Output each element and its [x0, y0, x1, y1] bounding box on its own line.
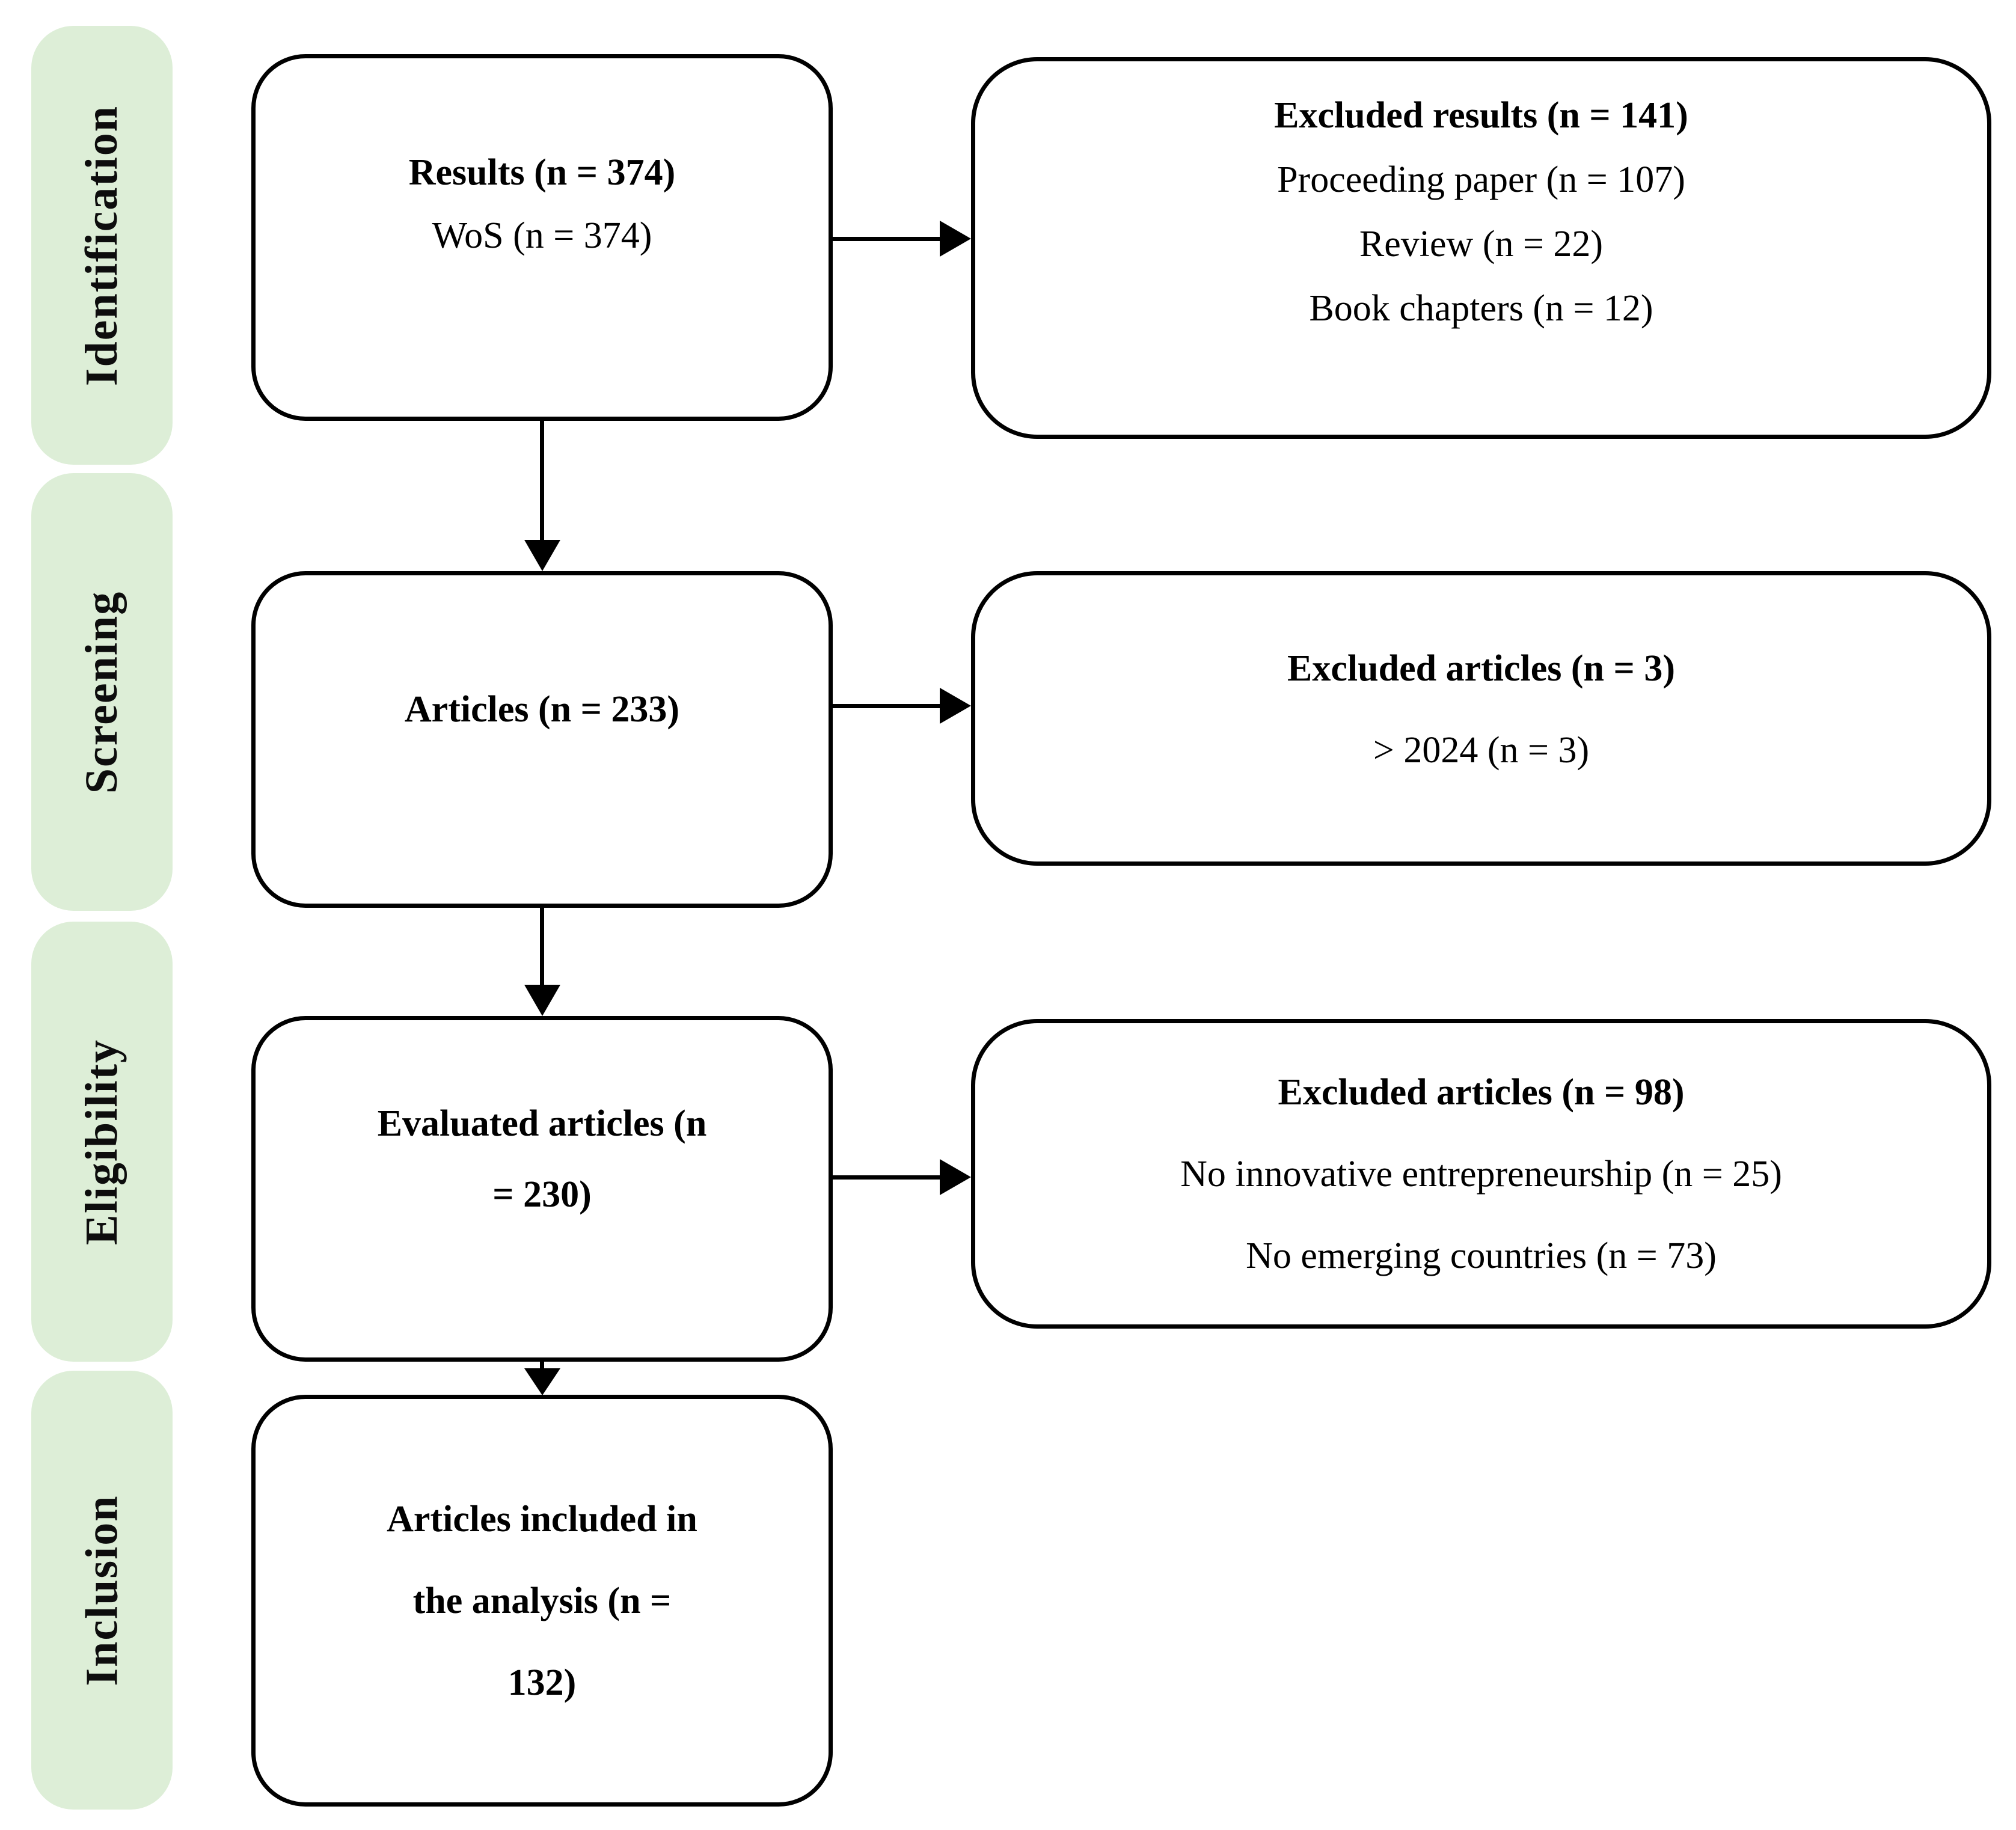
- exclusion-box-screening: Excluded articles (n = 3) > 2024 (n = 3): [971, 571, 1991, 866]
- arrowhead-down-icon: [524, 1368, 560, 1395]
- process-box-articles: Articles (n = 233): [251, 571, 833, 908]
- excluded-results-item-book-chapters: Book chapters (n = 12): [1309, 287, 1653, 329]
- arrowhead-down-icon: [524, 985, 560, 1016]
- included-articles-line2: the analysis (n =: [412, 1580, 672, 1621]
- arrowhead-right-icon: [940, 688, 971, 724]
- evaluated-articles-line2: = 230): [492, 1174, 592, 1215]
- stage-label-screening: Screening: [76, 590, 127, 794]
- arrow-stem: [833, 704, 941, 708]
- excluded-articles-item-no-innovative-entrepreneurship: No innovative entrepreneurship (n = 25): [1180, 1153, 1782, 1195]
- stage-box-inclusion: Inclusion: [31, 1371, 173, 1810]
- arrow-stem: [833, 1175, 941, 1180]
- excluded-articles-item-no-emerging-countries: No emerging countries (n = 73): [1246, 1235, 1717, 1276]
- stage-box-eligibility: Eligibility: [31, 922, 173, 1362]
- stage-box-identification: Identification: [31, 26, 173, 465]
- arrow-stem: [540, 1362, 544, 1370]
- arrowhead-right-icon: [940, 221, 971, 257]
- evaluated-articles-line1: Evaluated articles (n: [377, 1103, 707, 1144]
- stage-label-identification: Identification: [76, 105, 127, 386]
- excluded-articles-eligibility-title: Excluded articles (n = 98): [1278, 1071, 1685, 1113]
- exclusion-box-eligibility: Excluded articles (n = 98) No innovative…: [971, 1019, 1991, 1329]
- arrow-stem: [833, 237, 941, 241]
- arrow-stem: [540, 908, 544, 986]
- process-box-included-articles: Articles included in the analysis (n = 1…: [251, 1395, 833, 1807]
- excluded-results-title: Excluded results (n = 141): [1274, 94, 1688, 136]
- excluded-articles-screening-title: Excluded articles (n = 3): [1287, 648, 1675, 689]
- included-articles-line3: 132): [507, 1662, 577, 1703]
- process-box-evaluated-articles: Evaluated articles (n = 230): [251, 1016, 833, 1362]
- excluded-articles-screening-item-year: > 2024 (n = 3): [1373, 730, 1590, 771]
- process-box-results: Results (n = 374) WoS (n = 374): [251, 54, 833, 421]
- arrowhead-right-icon: [940, 1159, 971, 1195]
- arrow-stem: [540, 421, 544, 541]
- stage-label-eligibility: Eligibility: [76, 1038, 127, 1245]
- excluded-results-item-review: Review (n = 22): [1359, 223, 1604, 265]
- stage-box-screening: Screening: [31, 473, 173, 911]
- results-count: Results (n = 374): [408, 152, 676, 193]
- included-articles-line1: Articles included in: [387, 1498, 697, 1540]
- articles-count: Articles (n = 233): [404, 688, 680, 730]
- stage-label-inclusion: Inclusion: [76, 1495, 127, 1686]
- arrowhead-down-icon: [524, 540, 560, 571]
- excluded-results-item-proceeding-paper: Proceeding paper (n = 107): [1277, 159, 1685, 200]
- exclusion-box-identification: Excluded results (n = 141) Proceeding pa…: [971, 57, 1991, 439]
- results-source-count: WoS (n = 374): [432, 215, 652, 256]
